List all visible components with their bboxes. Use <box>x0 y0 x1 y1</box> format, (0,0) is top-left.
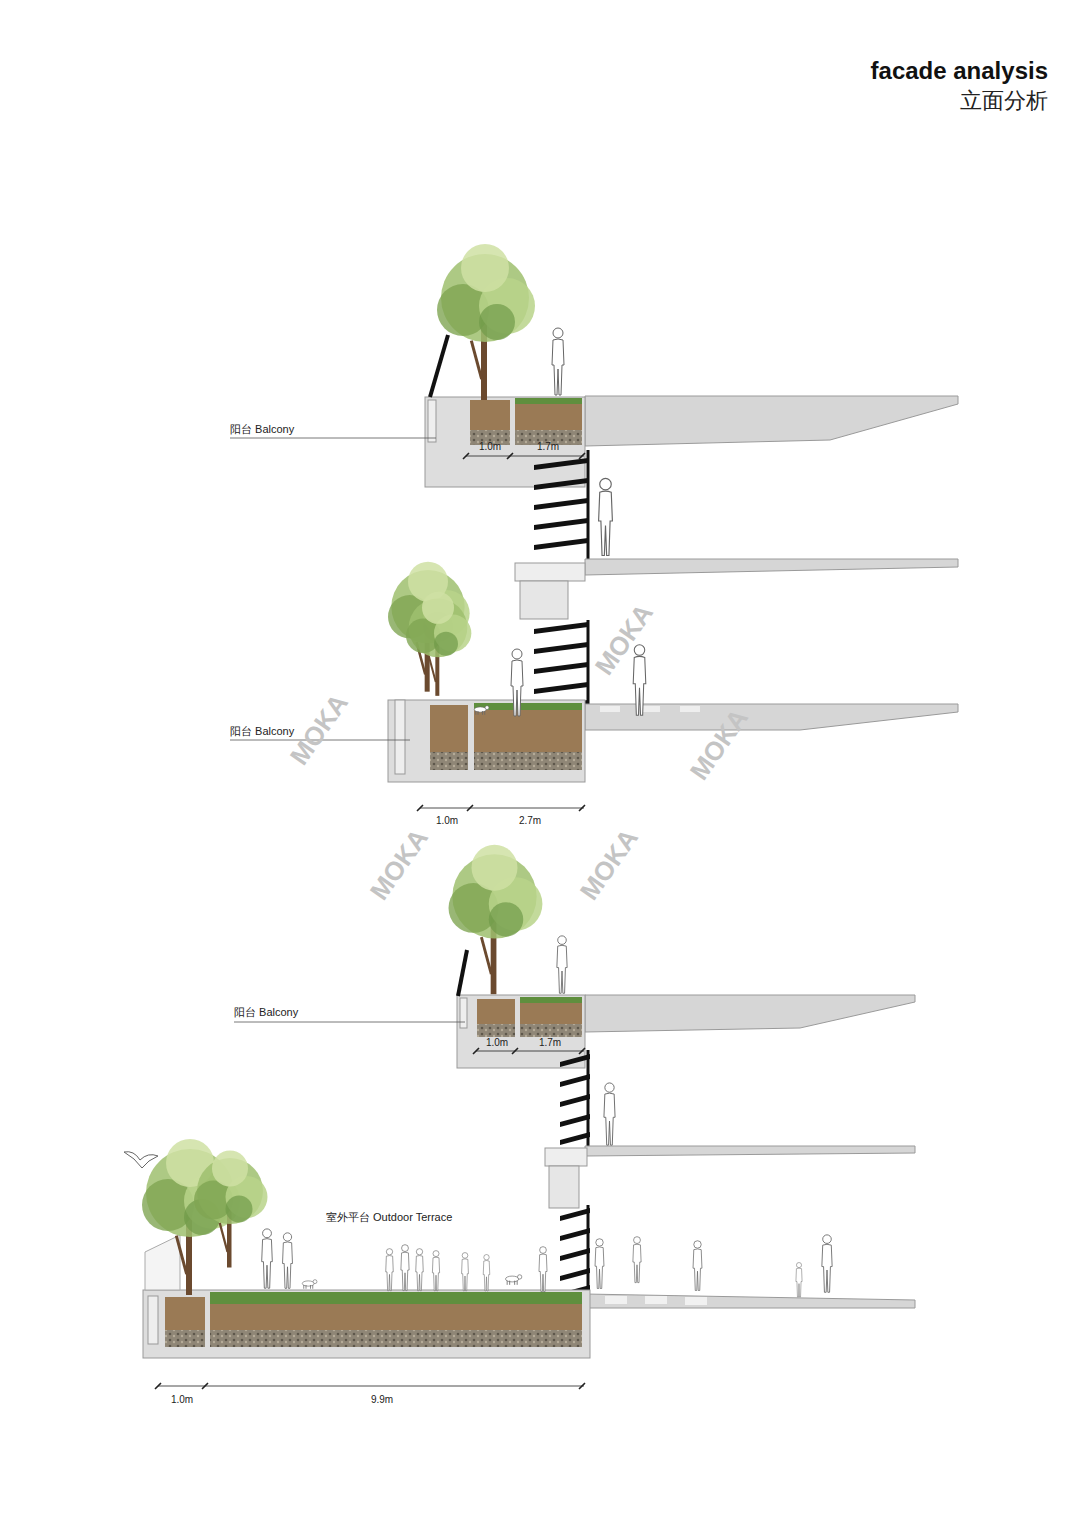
watermark: MOKA <box>590 599 660 681</box>
dimension: 2.7m <box>519 815 541 827</box>
dimension: 1.7m <box>537 441 559 453</box>
watermark: MOKA <box>285 689 355 771</box>
area-label: 室外平台 Outdoor Terrace <box>326 1211 452 1224</box>
callout-label: 阳台 Balcony <box>234 1006 298 1019</box>
dimension: 1.0m <box>436 815 458 827</box>
dimension: 1.0m <box>479 441 501 453</box>
dimension: 1.0m <box>171 1394 193 1406</box>
subtitle: 立面分析 <box>960 88 1048 113</box>
callout-label: 阳台 Balcony <box>230 423 294 436</box>
dimension: 9.9m <box>371 1394 393 1406</box>
dimension: 1.0m <box>486 1037 508 1049</box>
watermark: MOKA <box>365 824 435 906</box>
dimension: 1.7m <box>539 1037 561 1049</box>
callout-label: 阳台 Balcony <box>230 725 294 738</box>
watermark: MOKA <box>575 824 645 906</box>
page-title: facade analysis <box>871 57 1048 85</box>
